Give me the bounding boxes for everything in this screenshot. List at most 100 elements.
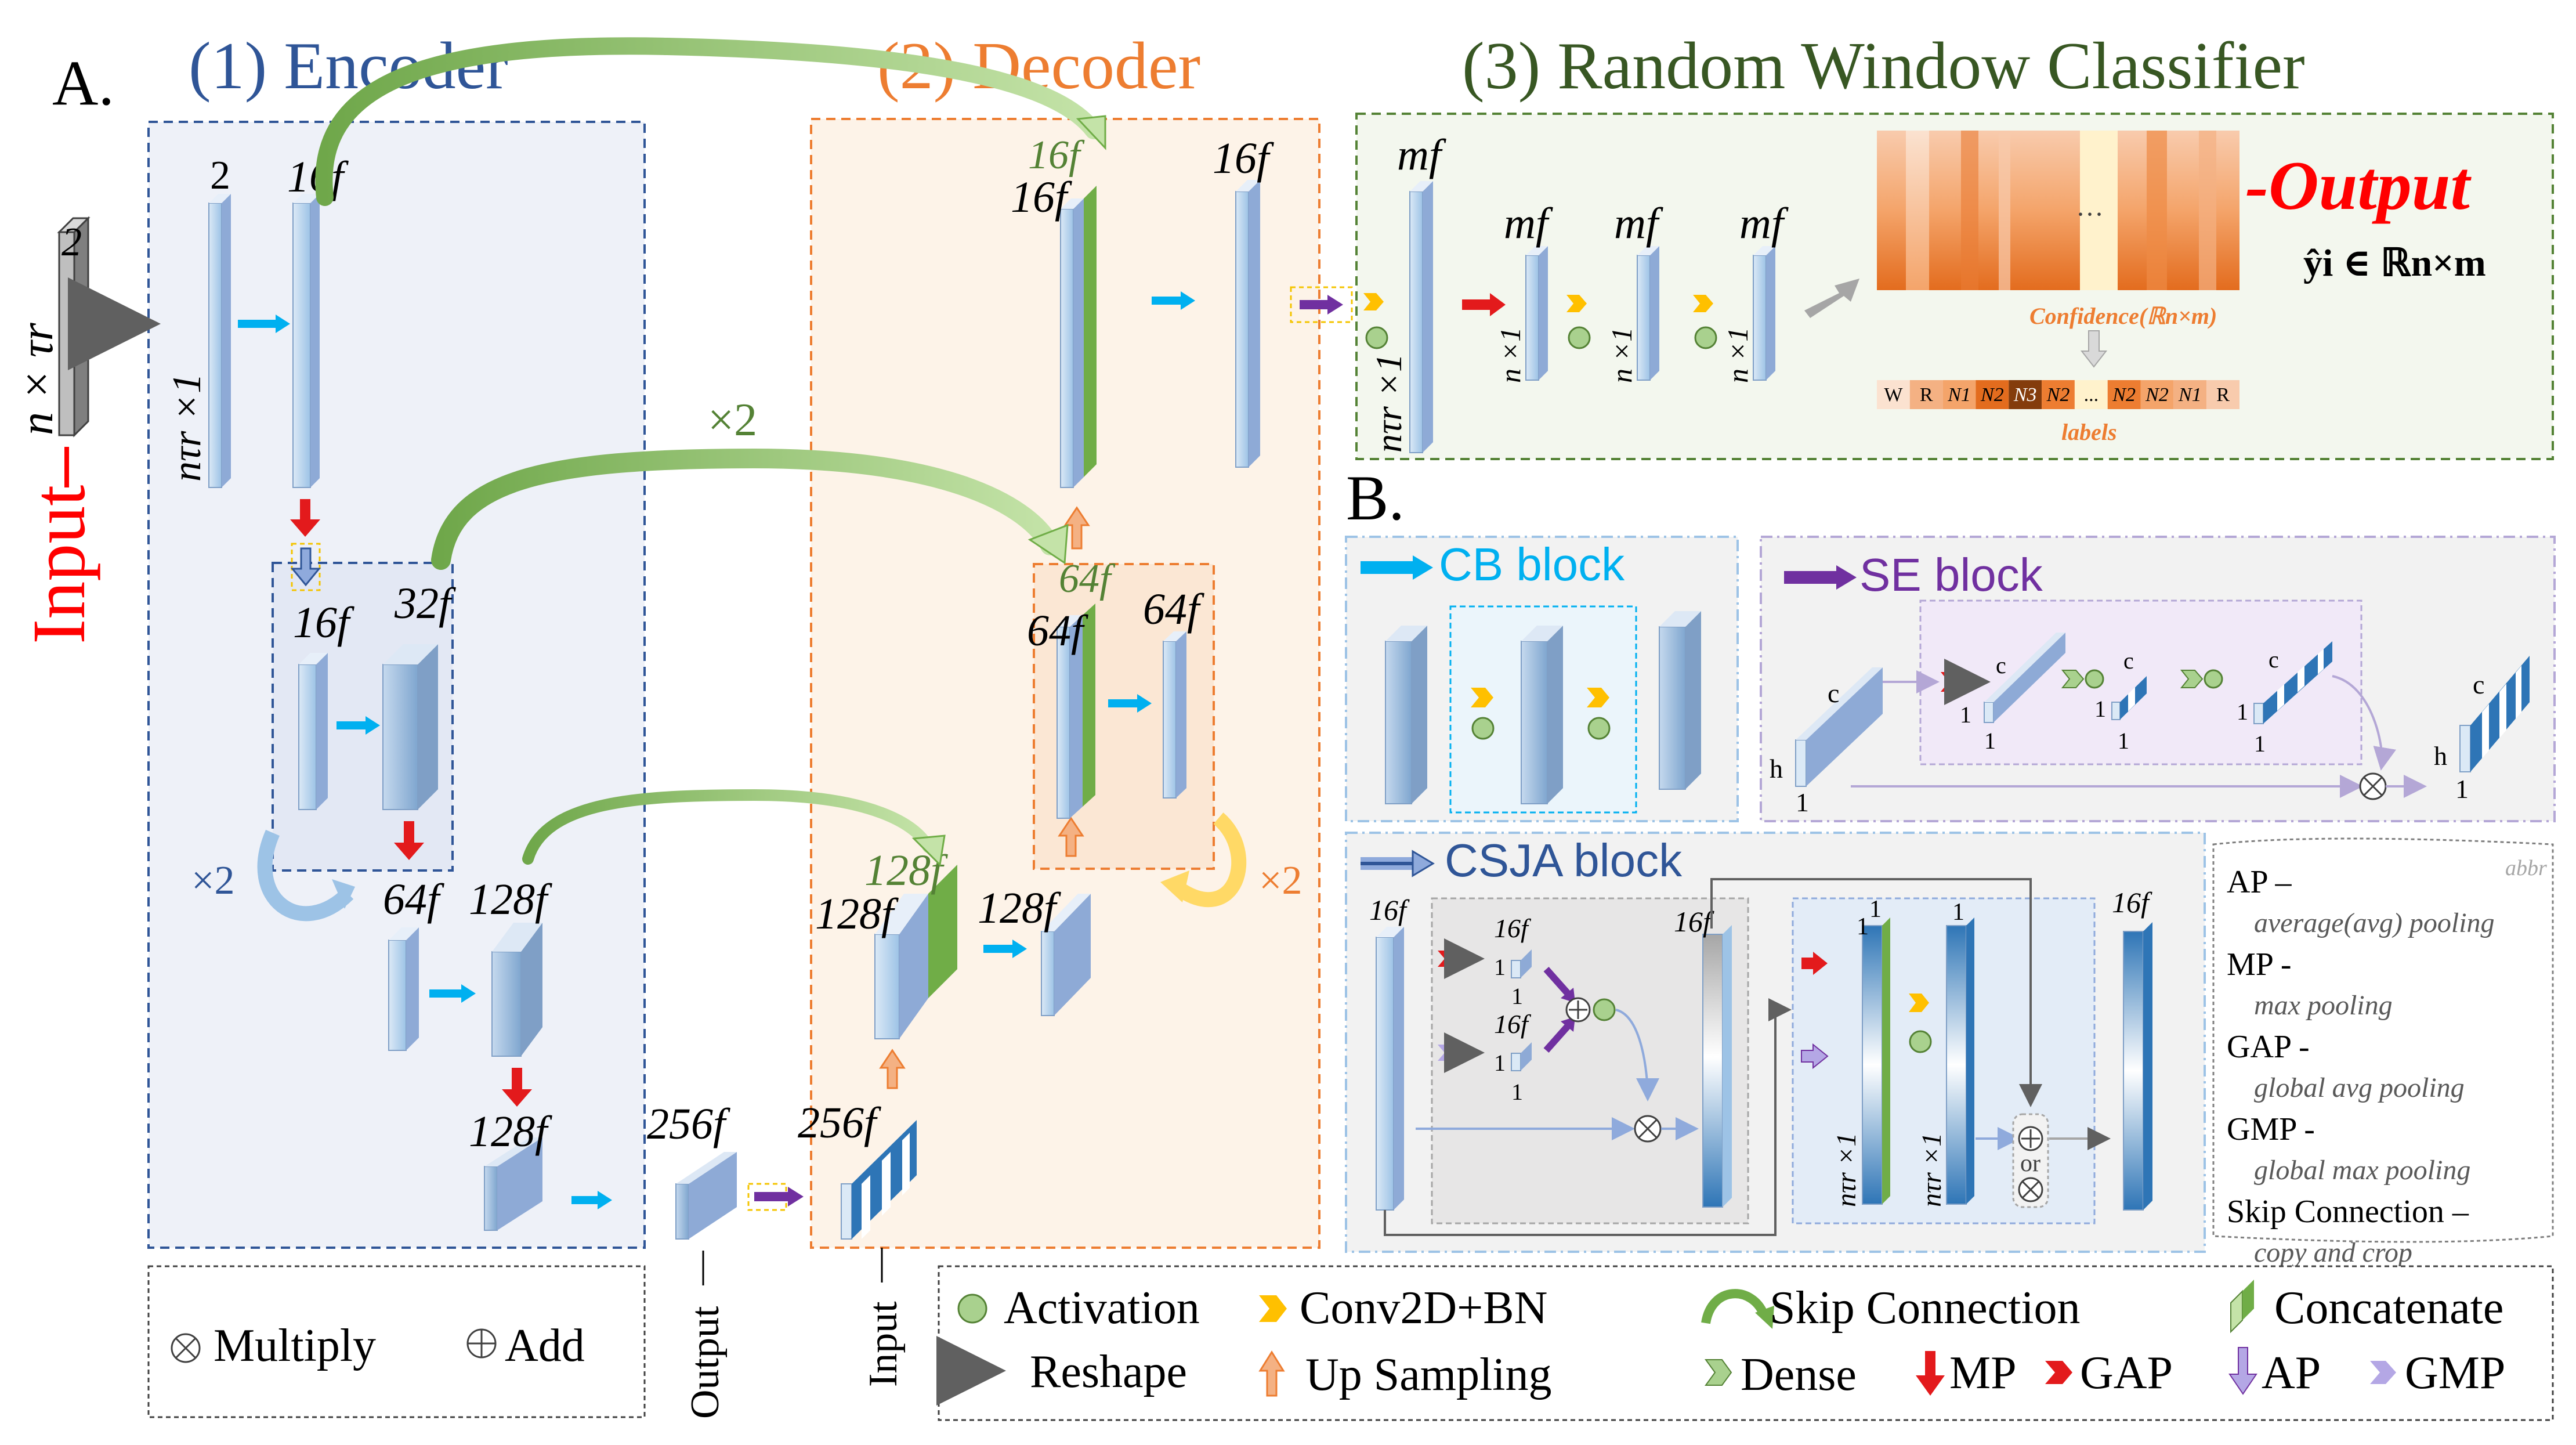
csja-output-slab (2123, 922, 2152, 1211)
label-cell-text: N1 (1947, 384, 1971, 406)
se-c-3: c (2123, 648, 2134, 674)
se-arrow-box-cls (1290, 286, 1353, 323)
skip-arrowhead-top (1076, 115, 1106, 150)
se-mid-slab (2111, 676, 2147, 720)
cls-c2-width: mf (1614, 199, 1663, 248)
classifier-title: (3) Random Window Classifier (1462, 29, 2305, 103)
label-cell-text: N2 (2112, 384, 2136, 406)
legend-ap-icon (2228, 1347, 2257, 1395)
input-label: Input (17, 485, 101, 644)
dec-d1-width: 128f (815, 890, 899, 938)
dec-d2-width: 64f (1027, 606, 1088, 655)
label-cell (1976, 380, 2009, 409)
dec-d3-width: 16f (1011, 173, 1072, 222)
csja-title-arrowhead (1412, 850, 1435, 877)
repeat-arrow-dec (1173, 812, 1247, 908)
label-cell (2074, 380, 2108, 409)
csja-multiply-icon (1634, 1115, 1662, 1143)
dec-d3b-width: 16f (1213, 134, 1274, 183)
decoder-layer-2b (1163, 631, 1186, 799)
dec-input-label: Input (861, 1301, 906, 1387)
se-one-8: 1 (2455, 774, 2469, 804)
dec-d2-repeat: ×2 (1259, 858, 1302, 903)
csja-dense-arrowhead-1 (1561, 988, 1575, 1003)
decoder-input-layer (841, 1120, 917, 1240)
csja-dense-arrow-2 (1543, 1022, 1572, 1053)
bottleneck-layer (675, 1152, 737, 1240)
output-formula: ŷi ∈ ℝn×m (2303, 242, 2486, 284)
csja-one-5: 1 (1869, 896, 1882, 923)
labels-caption: labels (2061, 419, 2117, 445)
csja-one-6: 1 (1857, 913, 1869, 940)
legend-conv-icon (1259, 1295, 1287, 1322)
csja-one-3: 1 (1494, 1050, 1506, 1076)
label-cell (2009, 380, 2042, 409)
legend-skip-arrowhead (1755, 1306, 1774, 1329)
legend-add: Add (505, 1320, 585, 1371)
csja-ap-icon (1801, 1043, 1829, 1070)
mp-arrow-enc3 (502, 1068, 532, 1107)
se-title: SE block (1859, 549, 2043, 601)
cls-c3-width: mf (1739, 199, 1789, 248)
cls-c0-height: nτr ×1 (1368, 353, 1409, 453)
label-cell-text: R (2216, 384, 2230, 406)
abbr-desc: global avg pooling (2254, 1072, 2465, 1103)
csja-one-4: 1 (1511, 1079, 1523, 1105)
se-h-1: h (1770, 754, 1783, 783)
se-c-4: c (2269, 646, 2279, 673)
cls-dense-icon-1 (1566, 295, 1591, 349)
output-label: -Output (2245, 147, 2472, 224)
input-dim-rows: n × τr (12, 322, 63, 435)
cls-dense-icon-2 (1693, 295, 1717, 349)
csja-one-1: 1 (1494, 954, 1506, 980)
repeat-arrow-enc (257, 829, 354, 922)
heatmap-ellipsis: ··· (2076, 199, 2104, 230)
enc-l2-width: 16f (293, 598, 354, 647)
se-dense-icon-1 (2061, 669, 2104, 689)
legend-concat: Concatenate (2274, 1283, 2503, 1334)
bottleneck-width: 256f (647, 1100, 730, 1148)
encoder-layer-4 (484, 1137, 542, 1231)
cb-arrowhead-enc1 (276, 315, 290, 333)
input-dim-cols: 2 (61, 220, 82, 265)
se-title-arrowhead (1836, 565, 1857, 590)
abbr-term: GAP - (2227, 1029, 2310, 1065)
skip-arrowhead-mid (1027, 523, 1069, 565)
ap-arrow-box (291, 543, 321, 591)
csja-concat-slab (1862, 917, 1890, 1205)
decoder-layer-3b (1235, 180, 1260, 468)
se-h-2: h (2434, 741, 2447, 771)
cls-c1-height: n ×1 (1494, 327, 1526, 383)
label-cell (1942, 380, 1976, 409)
legend-gmp-icon (2370, 1361, 2396, 1384)
se-c-2: c (1996, 652, 2006, 678)
csja-skip-line-2 (1710, 878, 2042, 1107)
abbr-term: AP – (2227, 864, 2292, 900)
cb-title-arrowhead (1413, 555, 1433, 580)
csja-one-2: 1 (1511, 983, 1523, 1009)
confidence-label: Confidence(ℝn×m) (2029, 303, 2217, 329)
csja-16f-5: 16f (2112, 886, 2152, 919)
csja-16f-3: 16f (1494, 1009, 1532, 1039)
cb-arrowhead-dec2 (1137, 694, 1152, 713)
legend-upsampling-icon (1258, 1350, 1285, 1397)
legend-add-icon (466, 1328, 497, 1359)
csja-one-7: 1 (1952, 899, 1964, 926)
legend-concat-icon (2230, 1280, 2254, 1334)
se-output-slab (2459, 656, 2530, 772)
csja-h-2: nτr ×1 (1916, 1133, 1947, 1207)
skip-connection-mid (431, 448, 1060, 570)
panel-a-label: A. (52, 48, 114, 118)
cb-arrowhead-dec1 (1012, 940, 1027, 958)
confidence-heatmap (1877, 131, 2239, 290)
se-input-slab (1795, 667, 1883, 787)
encoder-layer-3 (388, 927, 419, 1051)
cls-c2-height: n ×1 (1605, 327, 1638, 383)
cb-arrowhead-enc2 (366, 716, 380, 735)
encoder-layer-2 (298, 653, 328, 810)
cls-layer-3 (1753, 246, 1775, 381)
se-one-3: 1 (1984, 728, 1996, 754)
abbr-desc: max pooling (2254, 990, 2393, 1021)
csja-or: or (2020, 1150, 2040, 1177)
se-dense-icon-2 (2180, 669, 2223, 689)
